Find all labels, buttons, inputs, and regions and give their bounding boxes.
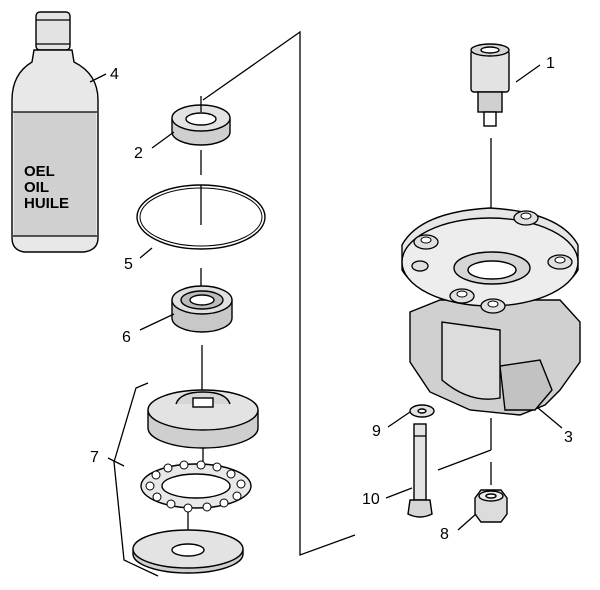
grease-nipple xyxy=(470,43,510,127)
oil-bottle: OEL OIL HUILE xyxy=(11,11,99,253)
ball-bearing xyxy=(171,285,233,333)
bottle-label-oil: OIL xyxy=(24,179,49,196)
callout-1: 1 xyxy=(546,55,555,72)
bottle-label-oel: OEL xyxy=(24,163,55,180)
callout-8: 8 xyxy=(440,526,449,543)
hex-nut xyxy=(474,462,508,523)
callout-9: 9 xyxy=(372,423,381,440)
small-washer xyxy=(409,404,435,418)
group-bracket xyxy=(113,382,159,577)
bottle-label-huile: HUILE xyxy=(24,195,69,212)
callout-leaders xyxy=(89,64,563,531)
callout-10: 10 xyxy=(362,491,380,508)
thrust-cap xyxy=(147,389,259,449)
callout-2: 2 xyxy=(134,145,143,162)
screw xyxy=(407,423,433,518)
flat-washer xyxy=(132,529,244,574)
gear-housing xyxy=(401,207,581,416)
callout-7: 7 xyxy=(90,449,99,466)
callout-4: 4 xyxy=(110,66,119,83)
callout-5: 5 xyxy=(124,256,133,273)
seal-ring xyxy=(171,104,231,146)
ball-cage xyxy=(140,460,252,513)
assembly-leader-line xyxy=(202,30,356,556)
callout-3: 3 xyxy=(564,429,573,446)
callout-6: 6 xyxy=(122,329,131,346)
